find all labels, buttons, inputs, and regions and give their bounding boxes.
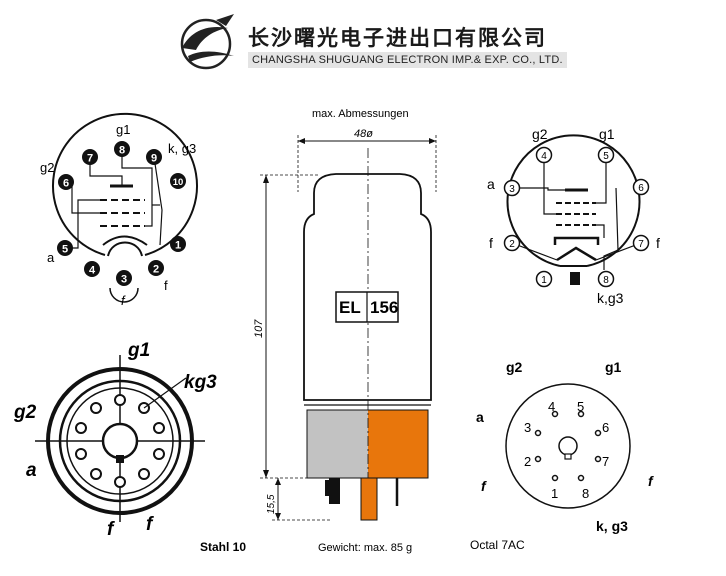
right-socket-pin-8: 8 [582,486,589,501]
right-pin-3: 3 [503,179,521,197]
left-pinout-label-f-bottom: f [121,293,126,308]
right-pin-8-number: 8 [603,275,609,286]
left-pin-9: 9 [146,149,162,165]
dimension-height: 107 [253,319,265,338]
company-name-english: CHANGSHA SHUGUANG ELECTRON IMP.& EXP. CO… [248,52,567,68]
dimension-width: 48ø [354,128,373,140]
right-pin-2-number: 2 [509,239,515,250]
right-socket-pin-3: 3 [524,420,531,435]
left-pin-3: 3 [116,270,132,286]
right-pinout-label-kg3: k,g3 [597,290,624,306]
left-pin-5-number: 5 [62,244,68,256]
tube-weight: Gewicht: max. 85 g [318,542,412,554]
right-socket-label-f-right: f [648,473,654,489]
left-socket-diagram: g1 kg3 g2 a f f Stahl 10 [13,340,246,554]
left-pin-2: 2 [148,260,164,276]
left-socket-contacts [75,394,165,488]
left-pin-6-number: 6 [63,178,69,190]
company-logo-icon [180,14,234,70]
left-pin-4-number: 4 [89,265,96,277]
left-pin-8-number: 8 [119,145,125,157]
left-pin-8: 8 [114,141,130,157]
right-pinout-diagram: 1 2 3 4 5 6 7 8 g2 g1 a f f k,g3 [487,126,660,306]
right-socket-caption: Octal 7AC [470,538,525,552]
right-socket-pin-6: 6 [602,420,609,435]
right-socket-label-a: a [476,409,484,425]
left-socket-label-g2: g2 [13,402,37,423]
tube-type-label-number: 156 [370,298,398,317]
left-pin-1: 1 [170,236,186,252]
glass-envelope [303,173,432,401]
right-pinout-label-g1: g1 [599,126,615,142]
right-pin-5-number: 5 [603,151,609,162]
dimension-caption: max. Abmessungen [312,108,409,120]
base-key-pin [329,478,340,504]
left-socket-label-f-left: f [107,519,115,540]
left-pinout-label-g1: g1 [116,122,130,137]
right-socket-label-kg3: k, g3 [596,518,628,534]
right-pin-8: 8 [597,270,615,288]
company-name-chinese: 长沙曙光电子进出口有限公司 [248,26,547,50]
center-spigot [360,477,378,521]
left-pin-1-number: 1 [175,240,181,252]
right-socket-pin-7: 7 [602,454,609,469]
right-pin-4: 4 [535,146,553,164]
left-pinout-label-a: a [47,250,55,265]
right-pin-2: 2 [503,234,521,252]
right-socket-diagram: 1 2 3 4 5 6 7 8 g2 g1 a f f k, g3 Octal … [470,359,654,552]
right-pinout-label-a: a [487,176,495,192]
left-pin-7-number: 7 [87,153,93,165]
left-pin-5: 5 [57,240,73,256]
tube-outline-drawing: max. Abmessungen 48ø 107 15,5 [253,108,437,554]
cathode [102,235,148,246]
right-socket-pin-1: 1 [551,486,558,501]
left-socket-label-f-right: f [146,514,154,535]
left-pin-3-number: 3 [121,274,127,286]
left-pin-10: 10 [170,173,186,189]
right-socket-pin-4: 4 [548,399,555,414]
right-socket-pin-5: 5 [577,399,584,414]
left-pinout-diagram: f 1 2 3 4 5 6 7 8 9 10 g1 k, g3 g2 a f [40,112,198,308]
right-pin-7-number: 7 [638,239,644,250]
dimension-base: 15,5 [266,494,277,514]
right-pin-6-number: 6 [638,183,644,194]
right-pin-6: 6 [632,178,650,196]
right-socket-label-g2: g2 [506,359,523,375]
right-pinout-label-g2: g2 [532,126,548,142]
left-socket-caption: Stahl 10 [200,540,246,554]
left-pin-2-number: 2 [153,264,159,276]
left-pin-9-number: 9 [151,153,157,165]
right-pin-3-number: 3 [509,184,515,195]
left-pinout-label-f: f [164,278,168,293]
tube-type-label-el: EL [339,298,361,317]
right-pinout-key [570,272,580,285]
left-pin-6: 6 [58,174,74,190]
right-socket-label-g1: g1 [605,359,622,375]
right-pin-1: 1 [535,270,553,288]
left-socket-label-kg3: kg3 [184,372,217,393]
right-pin-1-number: 1 [541,275,547,286]
right-pin-7: 7 [632,234,650,252]
left-pin-10-number: 10 [173,177,184,188]
right-socket-label-f-left: f [481,478,487,494]
right-socket-pin-2: 2 [524,454,531,469]
left-pin-7: 7 [82,149,98,165]
left-pinout-label-kg3: k, g3 [168,141,196,156]
right-pin-4-number: 4 [541,151,547,162]
left-pin-4: 4 [84,261,100,277]
right-pin-5: 5 [597,146,615,164]
left-socket-label-a: a [26,460,37,481]
left-socket-label-g1: g1 [127,340,150,361]
right-pinout-label-f-left: f [489,235,493,251]
right-socket-contacts [534,410,602,482]
left-pinout-label-g2: g2 [40,160,54,175]
right-pinout-label-f-right: f [656,235,660,251]
base-right-half [368,410,428,478]
base-left-half [307,410,368,478]
